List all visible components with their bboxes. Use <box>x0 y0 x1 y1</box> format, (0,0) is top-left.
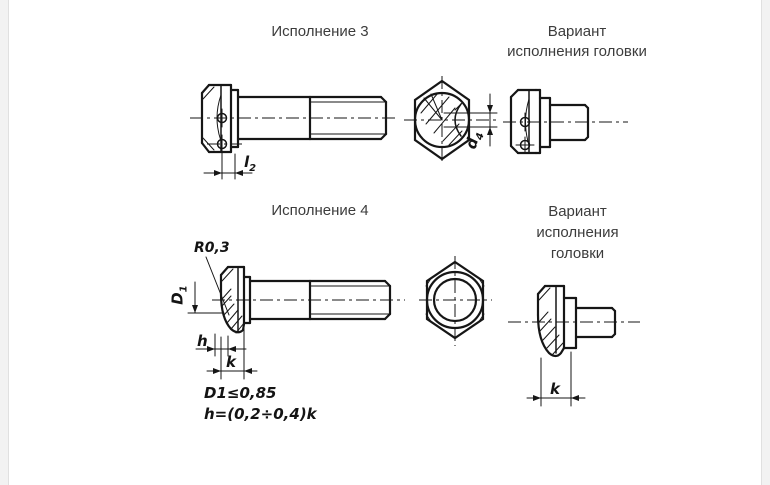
caption-version-4: Исполнение 4 <box>271 202 369 219</box>
note-formula-h: h=(0,2÷0,4)k <box>204 405 317 423</box>
dimension-label-D1: D1 <box>168 285 190 305</box>
caption-version-3: Исполнение 3 <box>271 23 369 40</box>
dimension-D1 <box>187 281 225 314</box>
bolt-version-3-side-view <box>190 83 398 154</box>
dimension-label-h: h <box>197 332 208 350</box>
note-base: D <box>204 384 217 402</box>
bolt-version-4-side-view <box>205 256 405 334</box>
caption-head-variant-bottom: Вариант исполнения головки <box>500 201 655 264</box>
dimension-k-head <box>526 351 586 407</box>
caption-line: головки <box>550 245 605 262</box>
drawing-notes: D1≤0,85 h=(0,2÷0,4)k <box>204 383 317 425</box>
head-variant-side-view-4 <box>508 284 640 358</box>
page-edge-right <box>761 0 770 485</box>
dim-sub: 2 <box>249 163 257 174</box>
dimension-d4 <box>459 93 498 147</box>
caption-line: Вариант <box>547 23 607 40</box>
dim-base: D <box>168 292 187 305</box>
dim-sub: 1 <box>178 285 190 293</box>
note-rest: ≤0,85 <box>226 384 277 402</box>
page-edge-left <box>0 0 9 485</box>
dimension-k-bolt <box>206 327 258 380</box>
caption-line: исполнения <box>536 224 619 241</box>
hex-head-front-view-3 <box>404 76 500 165</box>
caption-line: Вариант <box>548 203 607 220</box>
dimension-label-radius: R0,3 <box>194 240 230 256</box>
head-variant-side-view-3 <box>503 88 628 155</box>
dim-base: l <box>244 153 250 171</box>
note-formula-D1: D1≤0,85 <box>204 383 317 404</box>
caption-head-variant-top: Вариант исполнения головки <box>488 22 666 62</box>
dimension-l2 <box>203 147 253 180</box>
caption-line: исполнения головки <box>507 43 647 60</box>
dimension-label-l2: l2 <box>244 153 257 174</box>
dimension-label-k-bolt: k <box>226 353 236 371</box>
dimension-label-k-head: k <box>550 380 560 398</box>
note-sub: 1 <box>216 384 227 402</box>
hex-head-front-view-4 <box>419 256 492 346</box>
